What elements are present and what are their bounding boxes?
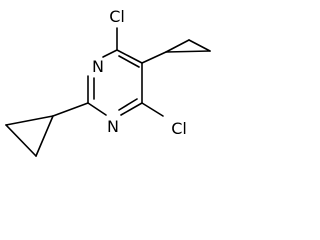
atom-n1-label: N	[107, 117, 119, 136]
bond-c5-cyclopropyl	[141, 51, 167, 64]
bond-c6-n1-double	[118, 98, 138, 111]
atom-n3-label: N	[92, 57, 104, 76]
bond-c6-n1	[120, 102, 143, 116]
bond-n1-c2	[87, 102, 107, 116]
structure-canvas: N N Cl Cl	[5, 7, 211, 157]
cp2-edge-2	[5, 124, 37, 157]
cp1-edge-1	[165, 39, 190, 53]
cyclopropyl-c5	[165, 39, 211, 53]
bond-c4-c5	[116, 49, 143, 64]
bond-c6-cl	[141, 102, 164, 117]
bond-n3-c4	[102, 49, 118, 58]
cp1-edge-2	[188, 39, 211, 52]
molecule-diagram: N N Cl Cl	[5, 7, 211, 157]
bond-c2-cyclopropyl	[52, 102, 89, 117]
atom-cl-top-label: Cl	[109, 7, 125, 26]
atom-cl-bottom-label: Cl	[171, 119, 187, 138]
bond-c4-c5-double	[118, 55, 140, 68]
pyrimidine-ring	[87, 49, 143, 116]
cyclopropyl-c2	[5, 115, 54, 157]
cp2-edge-1	[5, 115, 54, 126]
cp1-edge-3	[165, 50, 211, 53]
cp2-edge-3	[35, 115, 54, 157]
